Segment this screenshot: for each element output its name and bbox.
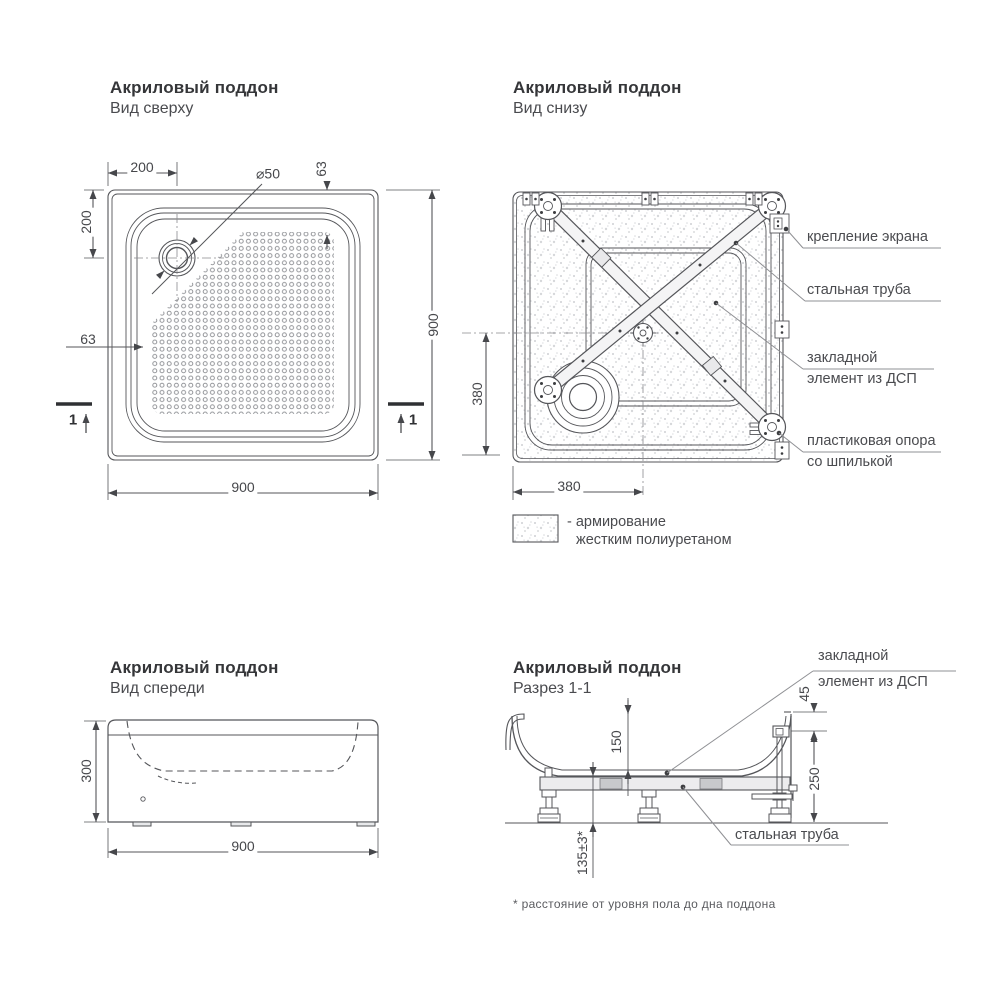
- embedded-block: [772, 725, 790, 738]
- dim-drain-diameter-label: ⌀50: [255, 165, 281, 182]
- dim-300-left: [84, 720, 106, 823]
- support-bottom-right: [757, 412, 787, 442]
- bottom-view-title: Акриловый поддон: [513, 78, 682, 97]
- top-view-subtitle: Вид сверху: [110, 100, 194, 117]
- frame-bar: [539, 776, 791, 791]
- dim-63-top-label: 63: [313, 158, 329, 180]
- label-plastic-support-line1: пластиковая опора: [807, 433, 936, 449]
- bottom-view-drawing: [462, 191, 941, 543]
- dim-63-left-label: 63: [80, 331, 96, 347]
- section-mark-left: 1: [68, 411, 78, 429]
- label-screen-mount: крепление экрана: [807, 229, 928, 245]
- dim-380-bottom-label: 380: [554, 478, 584, 494]
- chipboard-block: [699, 778, 723, 790]
- front-view-title: Акриловый поддон: [110, 658, 279, 677]
- bottom-view-subtitle: Вид снизу: [513, 100, 588, 117]
- dim-45-label: 45: [796, 686, 812, 702]
- top-view-drawing: [56, 162, 440, 500]
- front-view-subtitle: Вид спереди: [110, 680, 205, 697]
- screen-arm: [751, 793, 793, 800]
- front-body: [107, 719, 379, 823]
- support-top-left: [533, 191, 563, 221]
- center-fitting: [630, 320, 656, 346]
- support-top-right: [757, 191, 787, 221]
- dim-900-bottom-label: 900: [228, 479, 258, 495]
- bottom-view-leaders: [713, 226, 941, 453]
- section-mark-right: 1: [408, 411, 418, 429]
- legend-swatch: [512, 514, 559, 543]
- label-embedded-line2: элемент из ДСП: [807, 371, 917, 387]
- dim-200-top-label: 200: [127, 159, 157, 175]
- drain-diameter-leader: [151, 183, 263, 295]
- label-embedded-line1: закладной: [807, 350, 878, 366]
- tray-outer-edge: [107, 189, 379, 461]
- tray-rim: [125, 207, 361, 443]
- adjustable-legs: [537, 767, 661, 823]
- dim-900-right-label: 900: [425, 310, 441, 340]
- section-leaders: [664, 670, 956, 846]
- dim-900-front-label: 900: [228, 838, 258, 854]
- basin-edge: [136, 218, 350, 432]
- label-plastic-support-line2: со шпилькой: [807, 454, 893, 470]
- dim-250-label: 250: [806, 764, 822, 794]
- section-view-title: Акриловый поддон: [513, 658, 682, 677]
- dim-380-left-label: 380: [469, 382, 485, 406]
- legend-line1: - армирование: [567, 514, 666, 530]
- section-label-embedded-line2: элемент из ДСП: [818, 674, 928, 690]
- drain-centerlines: [134, 214, 224, 302]
- label-steel-tube: стальная труба: [807, 282, 911, 298]
- tray-section-inner: [516, 715, 787, 771]
- center-panel: [585, 247, 747, 407]
- steel-tube-cross: [543, 200, 777, 432]
- basin-hidden-outline: [126, 720, 359, 772]
- dim-300-label: 300: [78, 759, 94, 783]
- dim-380-left: [462, 333, 500, 456]
- dim-45: [791, 703, 827, 743]
- support-bottom-left: [533, 375, 563, 405]
- legend-line2: жестким полиуретаном: [576, 532, 732, 548]
- section-footnote: * расстояние от уровня пола до дна поддо…: [513, 897, 776, 911]
- section-label-steel-tube: стальная труба: [735, 827, 839, 843]
- front-view-drawing: [84, 719, 379, 858]
- dim-135-label: 135±3*: [574, 830, 590, 876]
- dim-200-left-label: 200: [78, 207, 94, 237]
- section-view-subtitle: Разрез 1-1: [513, 680, 592, 697]
- section-view-drawing: [505, 670, 956, 878]
- front-feet: [132, 821, 376, 827]
- chipboard-block: [599, 778, 623, 790]
- section-label-embedded-line1: закладной: [818, 648, 889, 664]
- section-cut-marks: [56, 402, 424, 433]
- tray-section-outer: [511, 715, 792, 777]
- top-view-title: Акриловый поддон: [110, 78, 279, 97]
- left-rim-hook: [505, 713, 525, 751]
- dim-150-label: 150: [608, 727, 624, 757]
